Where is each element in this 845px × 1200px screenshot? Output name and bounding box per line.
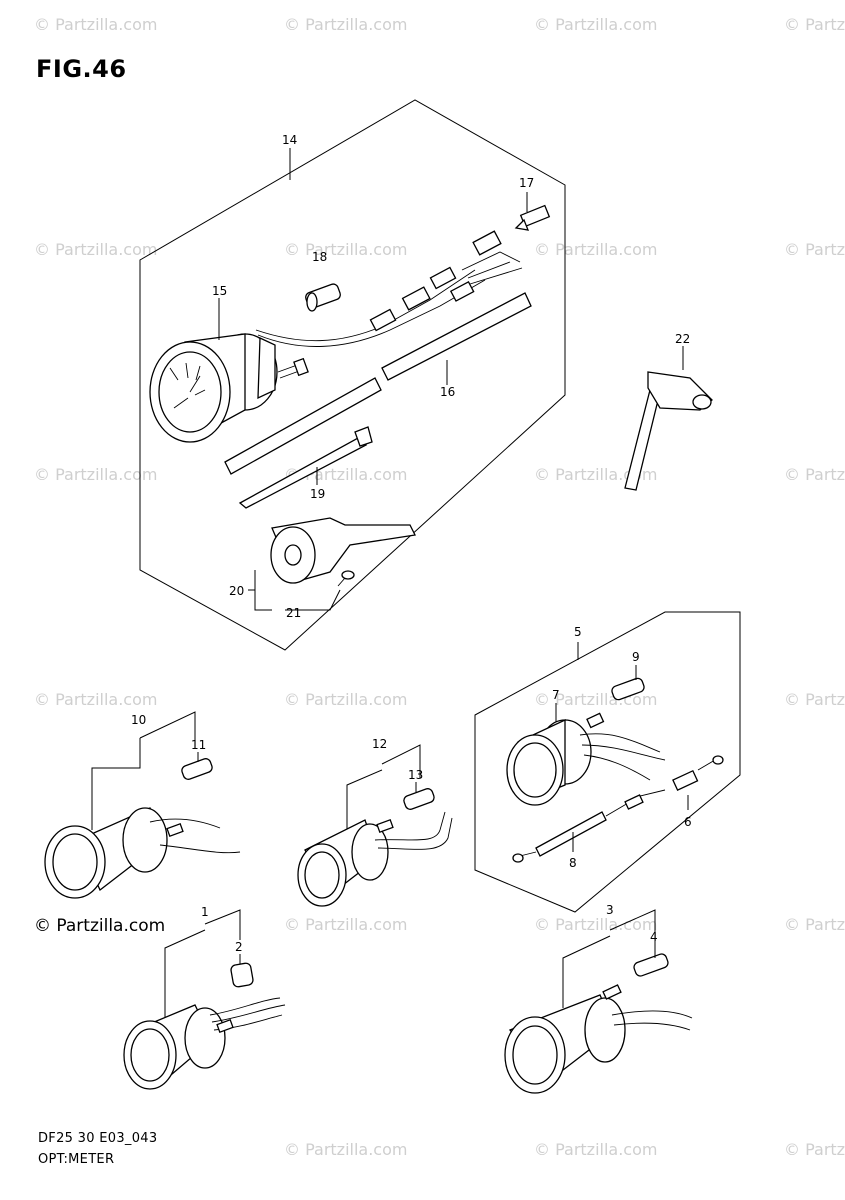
watermark: © Partzilla.com [284, 915, 407, 934]
callout-9: 9 [632, 650, 640, 664]
watermark: © Partzilla.com [34, 690, 157, 709]
part-19-cable-tie[interactable] [238, 426, 373, 509]
watermark: © Partzilla.com [784, 915, 845, 934]
leader-line [218, 148, 528, 611]
kit-3-group [504, 909, 693, 1094]
callout-10: 10 [131, 713, 146, 727]
part-6-connector[interactable] [672, 755, 724, 791]
watermark: © Partzilla.com [534, 240, 657, 259]
part-16-tube[interactable] [224, 292, 532, 475]
part-11-bulb[interactable] [181, 757, 214, 780]
part-7-gauge[interactable] [506, 712, 666, 806]
callout-8: 8 [569, 856, 577, 870]
part-20-bracket[interactable] [270, 517, 416, 584]
kit-5-boundary [474, 611, 741, 913]
callout-2: 2 [235, 940, 243, 954]
watermark: © Partzilla.com [784, 240, 845, 259]
watermark: © Partzilla.com [534, 1140, 657, 1159]
leader-line [555, 642, 689, 852]
diagram-code: DF25 30 E03_043 [38, 1131, 158, 1146]
watermark: © Partzilla.com [34, 240, 157, 259]
part-10-gauge[interactable] [44, 807, 241, 899]
callout-11: 11 [191, 738, 206, 752]
watermark: © Partzilla.com [284, 1140, 407, 1159]
watermark: © Partzilla.com [284, 15, 407, 34]
kit-5-group [474, 611, 741, 913]
callout-14: 14 [282, 133, 297, 147]
callout-21: 21 [286, 606, 301, 620]
callout-1: 1 [201, 905, 209, 919]
kit-12-bracket [346, 744, 421, 832]
callout-22: 22 [675, 332, 690, 346]
callout-17: 17 [519, 176, 534, 190]
part-17-bulb-socket[interactable] [514, 204, 551, 231]
watermark: © Partzilla.com [784, 465, 845, 484]
watermark: © Partzilla.com [284, 690, 407, 709]
watermark: © Partzilla.com [784, 690, 845, 709]
callout-15: 15 [212, 284, 227, 298]
harness-connectors [369, 230, 523, 332]
watermark-layer: © Partzilla.com © Partzilla.com © Partzi… [34, 15, 845, 1159]
callout-5: 5 [574, 625, 582, 639]
figure-title: FIG.46 [36, 55, 127, 83]
callout-6: 6 [684, 815, 692, 829]
part-4-bulb[interactable] [633, 953, 670, 978]
callout-12: 12 [372, 737, 387, 751]
part-13-bulb[interactable] [403, 787, 436, 810]
part-12-gauge[interactable] [297, 811, 453, 907]
part-22-sender[interactable] [624, 346, 713, 491]
callout-3: 3 [606, 903, 614, 917]
callout-18: 18 [312, 250, 327, 264]
callout-19: 19 [310, 487, 325, 501]
part-15-gauge[interactable] [149, 333, 309, 443]
kit-10-group [44, 711, 241, 899]
callout-13: 13 [408, 768, 423, 782]
callout-20: 20 [229, 584, 244, 598]
watermark: © Partzilla.com [34, 465, 157, 484]
callout-16: 16 [440, 385, 455, 399]
part-1-gauge[interactable] [123, 997, 286, 1090]
watermark: © Partzilla.com [784, 15, 845, 34]
part-18-bulb[interactable] [304, 283, 341, 312]
copyright-notice: © Partzilla.com [34, 916, 166, 936]
part-2-bulb[interactable] [230, 962, 254, 988]
watermark: © Partzilla.com [34, 15, 157, 34]
kit-14-boundary [139, 99, 566, 651]
kit-3-bracket [562, 909, 656, 1008]
kit-10-bracket [91, 711, 196, 830]
kit-1-bracket [164, 909, 241, 1020]
watermark: © Partzilla.com [284, 240, 407, 259]
part-8-wire[interactable] [512, 789, 666, 863]
callout-7: 7 [552, 688, 560, 702]
kit-14-group [139, 99, 566, 651]
assembly-name: OPT:METER [38, 1152, 115, 1167]
callout-labels: 1 2 3 4 5 6 7 8 9 10 11 12 13 14 15 16 1… [131, 133, 692, 954]
part-21-screw[interactable] [337, 570, 355, 587]
part-3-gauge[interactable] [504, 984, 693, 1094]
watermark: © Partzilla.com [534, 15, 657, 34]
callout-4: 4 [650, 930, 658, 944]
kit-12-group [297, 744, 453, 907]
part-9-bulb[interactable] [611, 677, 646, 701]
watermark: © Partzilla.com [784, 1140, 845, 1159]
watermark: © Partzilla.com [534, 915, 657, 934]
kit-1-group [123, 909, 286, 1090]
